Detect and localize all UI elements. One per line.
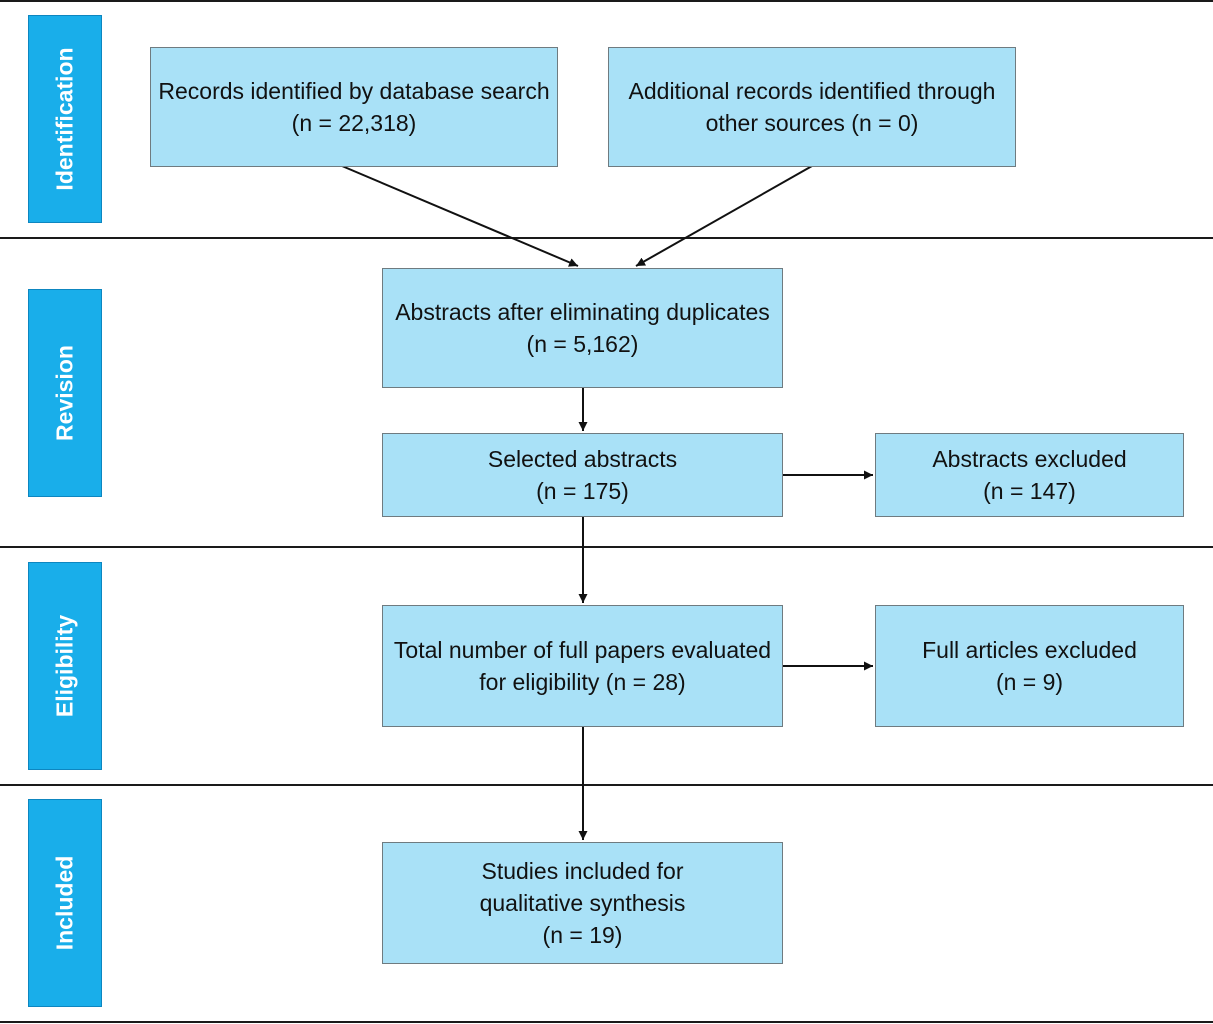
records-other-box: Additional records identified through ot…: [608, 47, 1016, 167]
full-papers-box: Total number of full papers evaluated fo…: [382, 605, 783, 727]
stage-included: Included: [28, 799, 102, 1007]
full-papers-text: Total number of full papers evaluated: [393, 637, 772, 663]
records-other-text: Additional records identified through: [628, 78, 996, 104]
abstracts-excluded-text: Abstracts excluded: [932, 446, 1127, 472]
records-database-count: (n = 22,318): [291, 110, 417, 136]
abstracts-excluded-box: Abstracts excluded (n = 147): [875, 433, 1184, 517]
studies-included-box: Studies included for qualitative synthes…: [382, 842, 783, 964]
abstracts-dedup-text: Abstracts after eliminating duplicates: [395, 299, 770, 325]
abstracts-dedup-count: (n = 5,162): [526, 331, 639, 357]
selected-abstracts-box: Selected abstracts (n = 175): [382, 433, 783, 517]
abstracts-dedup-box: Abstracts after eliminating duplicates (…: [382, 268, 783, 388]
divider-eligibility-included: [0, 784, 1213, 786]
divider-identification-revision: [0, 237, 1213, 239]
stage-identification: Identification: [28, 15, 102, 223]
selected-abstracts-count: (n = 175): [536, 478, 629, 504]
divider-top: [0, 0, 1213, 2]
abstracts-excluded-count: (n = 147): [983, 478, 1076, 504]
studies-included-text1: Studies included for: [481, 858, 684, 884]
stage-eligibility: Eligibility: [28, 562, 102, 770]
divider-revision-eligibility: [0, 546, 1213, 548]
full-papers-count: for eligibility (n = 28): [479, 669, 686, 695]
divider-bottom: [0, 1021, 1213, 1023]
records-database-box: Records identified by database search (n…: [150, 47, 558, 167]
arrow-other-to-abstracts: [635, 165, 813, 267]
studies-included-text2: qualitative synthesis: [479, 890, 686, 916]
records-database-text: Records identified by database search: [158, 78, 550, 104]
selected-abstracts-text: Selected abstracts: [487, 446, 678, 472]
full-excluded-text: Full articles excluded: [922, 637, 1137, 663]
stage-revision: Revision: [28, 289, 102, 497]
full-excluded-box: Full articles excluded (n = 9): [875, 605, 1184, 727]
arrow-db-to-abstracts: [341, 165, 579, 267]
studies-included-count: (n = 19): [542, 922, 623, 948]
records-other-count: other sources (n = 0): [705, 110, 919, 136]
full-excluded-count: (n = 9): [995, 669, 1064, 695]
